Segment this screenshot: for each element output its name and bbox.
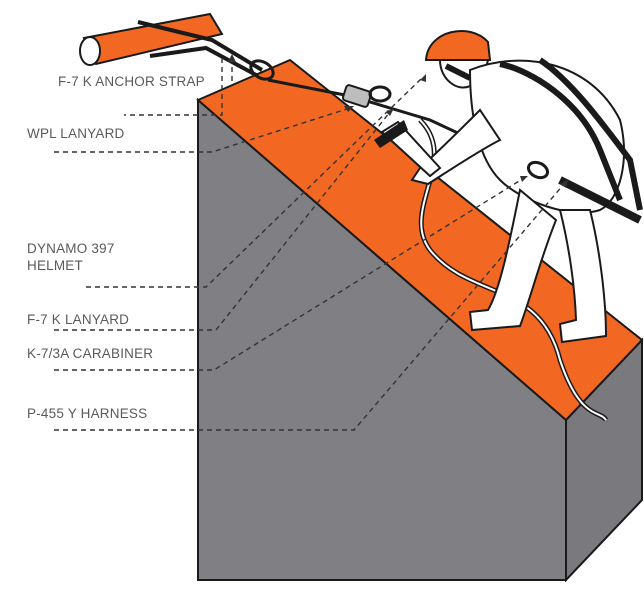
anchor-strap bbox=[80, 14, 262, 76]
label-harness: P-455 Y HARNESS bbox=[27, 405, 147, 422]
label-anchor-strap: F-7 K ANCHOR STRAP bbox=[58, 73, 205, 90]
label-helmet: DYNAMO 397 HELMET bbox=[27, 240, 115, 274]
label-carabiner: K-7/3A CARABINER bbox=[27, 345, 153, 362]
label-f7k-lanyard: F-7 K LANYARD bbox=[27, 311, 129, 328]
label-wpl-lanyard: WPL LANYARD bbox=[27, 125, 124, 142]
helmet bbox=[426, 31, 490, 60]
rope-grab-device bbox=[342, 84, 390, 107]
label-helmet-line2: HELMET bbox=[27, 257, 115, 274]
label-helmet-line1: DYNAMO 397 bbox=[27, 240, 115, 257]
